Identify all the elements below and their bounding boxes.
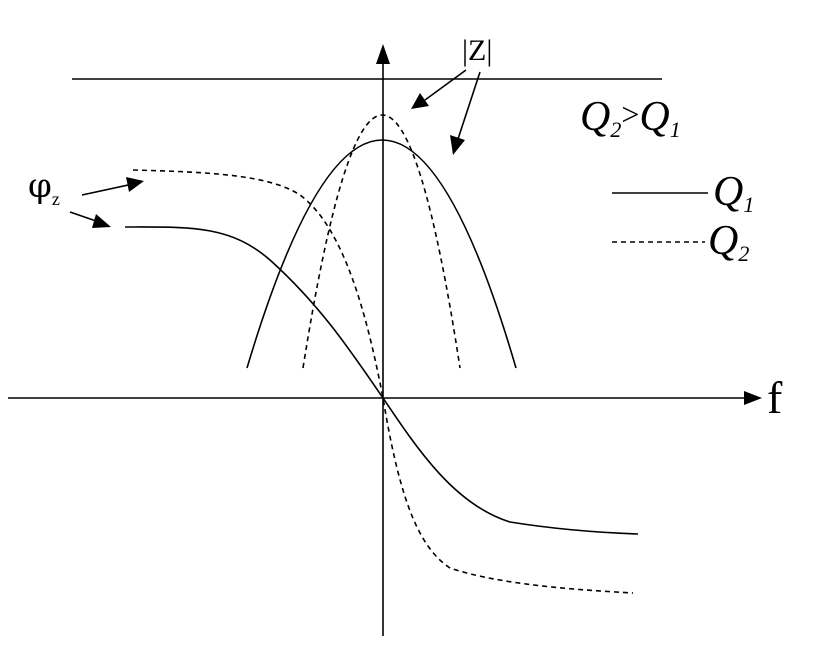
- impedance-curve-q2: [302, 114, 461, 369]
- impedance-arrowhead-solid: [450, 135, 465, 155]
- impedance-curve-q1: [246, 139, 517, 369]
- impedance-arrowhead-dashed: [411, 93, 429, 109]
- impedance-arrow-dashed: [424, 69, 467, 101]
- y-axis-arrowhead: [376, 44, 390, 64]
- phase-curve-q1: [124, 226, 639, 535]
- x-axis-label: f: [767, 372, 783, 423]
- impedance-label: |Z|: [462, 34, 492, 67]
- phase-label: φz: [28, 166, 60, 209]
- impedance-arrow-solid: [457, 71, 481, 140]
- legend-q1-label: Q1: [713, 169, 754, 217]
- x-axis-arrowhead: [744, 391, 762, 405]
- q-comparison: Q2>Q1: [580, 94, 681, 142]
- phase-arrowhead-dashed: [126, 177, 144, 192]
- legend-q2-label: Q2: [708, 218, 749, 266]
- phase-arrow-solid: [69, 211, 97, 222]
- phase-curve-q2: [132, 169, 634, 594]
- phase-arrow-dashed: [81, 184, 129, 196]
- phase-arrowhead-solid: [92, 214, 111, 228]
